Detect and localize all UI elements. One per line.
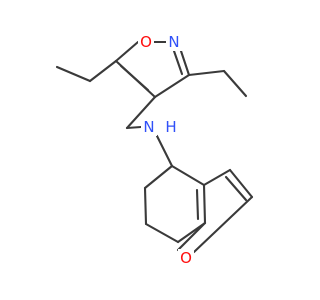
ethyl-right-ch2-bond xyxy=(187,69,226,77)
ethyl-left-ch2-bond xyxy=(88,59,118,83)
bond-layer xyxy=(55,40,254,254)
atom-amine-nitrogen: N H xyxy=(141,118,178,136)
atom-isoxazole-nitrogen: N xyxy=(166,33,182,51)
isoxazole-n-c3-bond xyxy=(178,46,191,77)
atom-furan-oxygen: O xyxy=(178,249,194,267)
isoxazole-c3-c4-bond xyxy=(153,73,191,99)
furan-o-c7a-bond xyxy=(176,221,207,252)
ring-c5-c6-bond xyxy=(143,186,148,226)
furan-c3a-c3-bond xyxy=(202,168,232,187)
furan-c3-c2-inner-bond xyxy=(224,175,248,202)
ring-c7a-c3a-bond xyxy=(202,183,207,225)
ring-c6-c7-bond xyxy=(144,222,180,244)
isoxazole-oxygen-label: O xyxy=(140,33,152,51)
furan-c3-c2-bond xyxy=(228,168,254,199)
ethyl-left-ch3-bond xyxy=(55,65,92,83)
isoxazole-c4-c5-inner-bond xyxy=(119,64,150,92)
isoxazole-n-c3-inner-bond xyxy=(172,49,184,76)
methylene-n-bond xyxy=(125,125,143,130)
isoxazole-nitrogen-label: N xyxy=(168,33,179,51)
ring-c4-c5-bond xyxy=(143,164,174,190)
furan-c7a-c3a-inner-bond xyxy=(195,188,200,221)
molecule-structure-diagram: O N N H O xyxy=(55,33,254,267)
amine-nitrogen-label: N xyxy=(143,118,154,136)
furan-oxygen-label: O xyxy=(180,249,192,267)
amine-c4-bond xyxy=(155,134,174,168)
ring-c3a-c4-bond xyxy=(170,164,206,187)
atom-isoxazole-oxygen: O xyxy=(138,33,154,51)
isoxazole-c5-o-bond xyxy=(114,40,140,63)
methylene-c4-bond xyxy=(125,95,157,130)
ethyl-right-ch3-bond xyxy=(222,69,248,98)
furan-c2-o-bond xyxy=(192,195,254,254)
amine-hydrogen-label: H xyxy=(165,118,176,136)
